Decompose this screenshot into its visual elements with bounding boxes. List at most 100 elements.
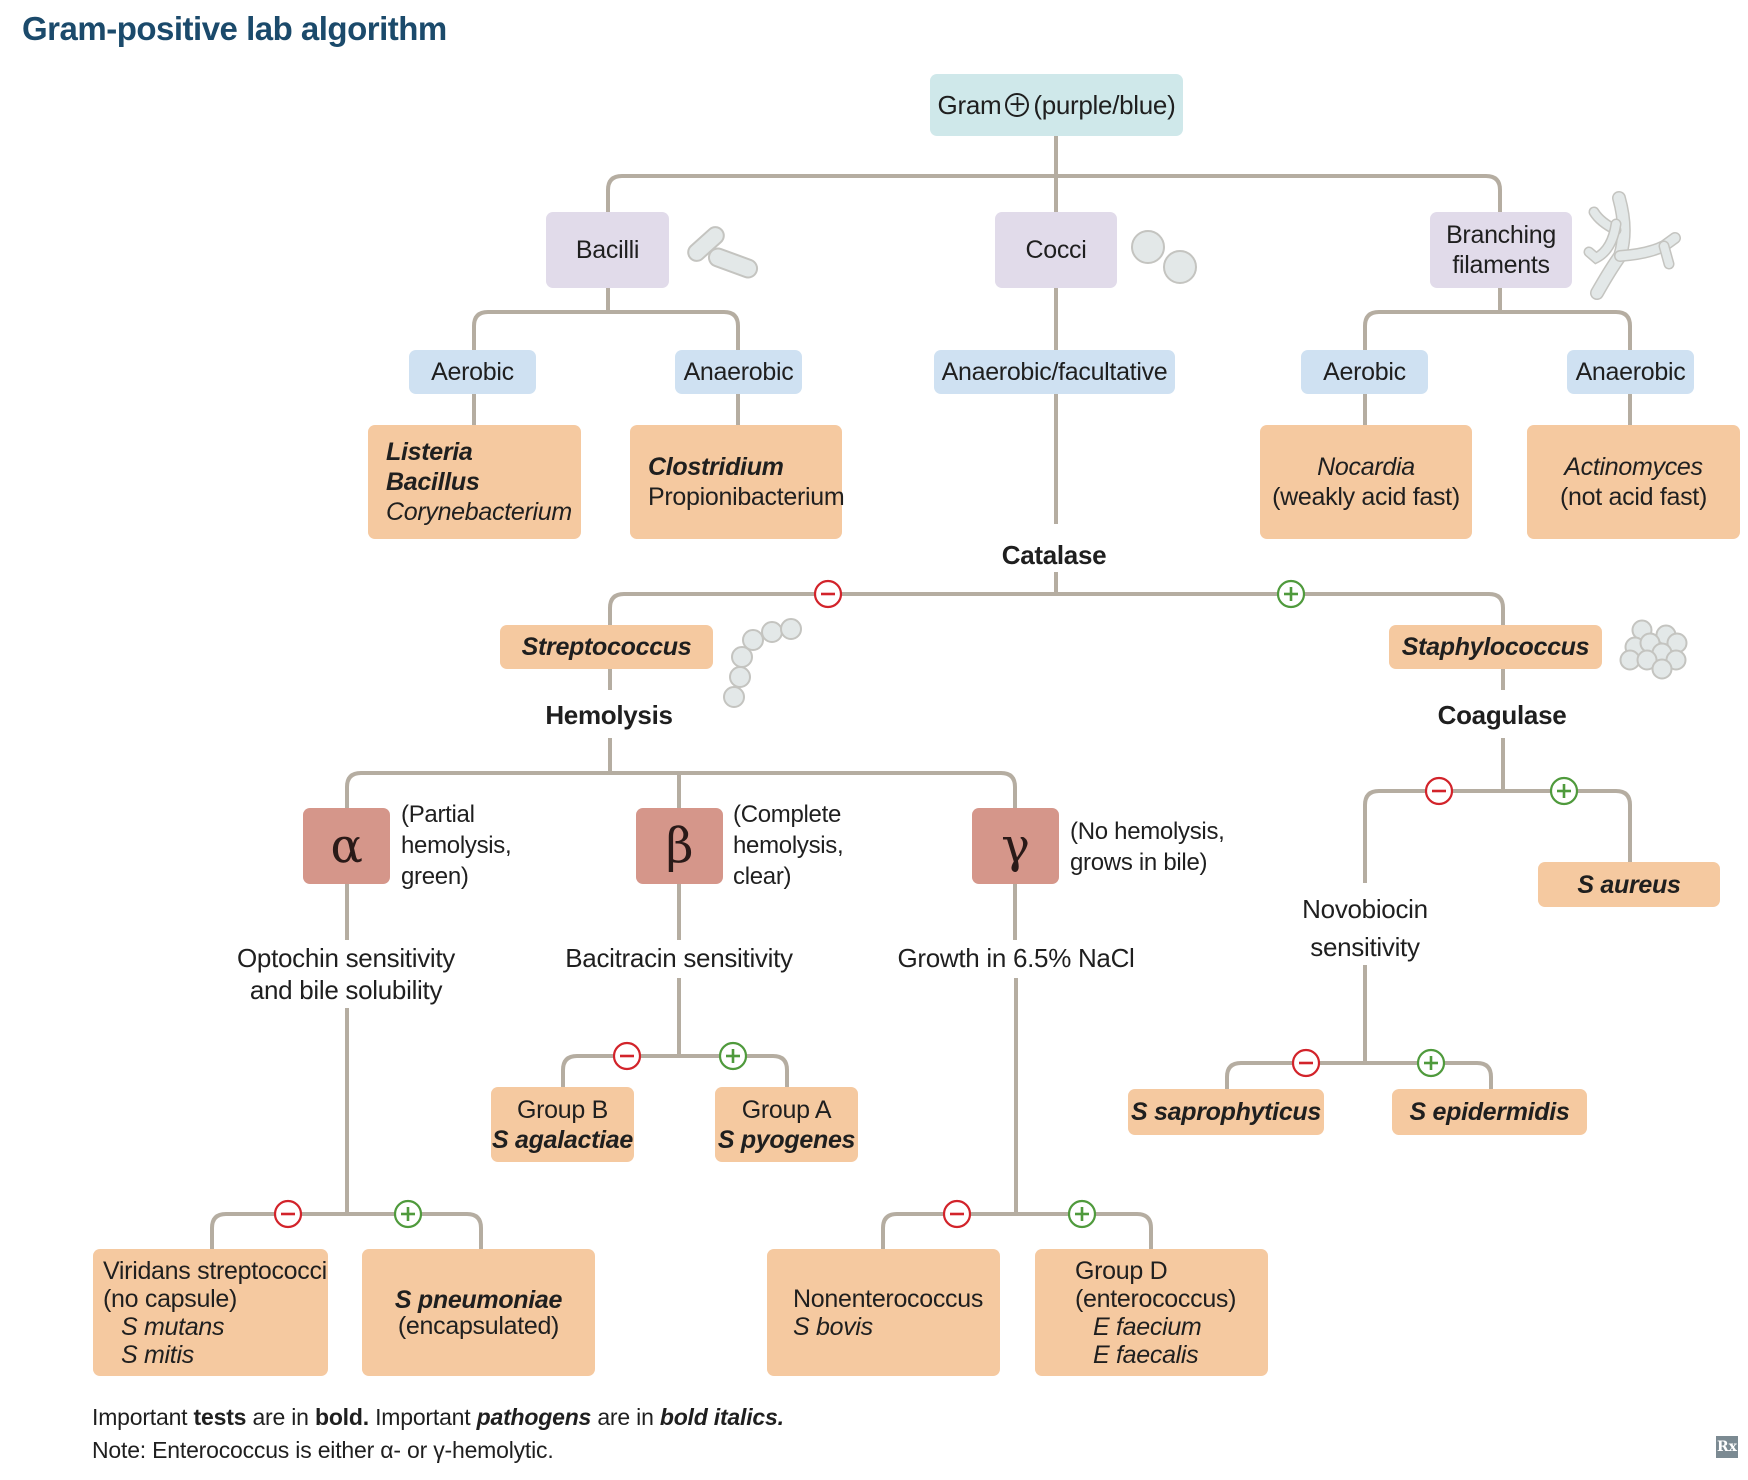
organism-line: (enterococcus) [1075, 1284, 1237, 1313]
organism-line: (not acid fast) [1560, 483, 1707, 511]
staphylococcus-cluster-icon [1651, 658, 1673, 680]
organism-line: (no capsule) [103, 1284, 237, 1313]
legend-text-run: are in [246, 1404, 315, 1430]
organism-line: S bovis [793, 1312, 873, 1341]
negative-result-icon [273, 1199, 303, 1229]
positive-result-icon [1416, 1048, 1446, 1078]
beta-hemolysis-box: β [636, 808, 723, 884]
branching-filament-icon [1583, 191, 1681, 300]
alpha-symbol: α [330, 818, 363, 874]
organism-line: (encapsulated) [397, 1311, 560, 1340]
positive-result-icon [1067, 1199, 1097, 1229]
legend-text-run: pathogens [476, 1404, 592, 1430]
cocci-box: Cocci [995, 212, 1117, 288]
organism-line: E faecium [1093, 1312, 1202, 1341]
legend-text-run: are in [591, 1404, 660, 1430]
novobiocin-test-label: Novobiocin sensitivity [1302, 890, 1428, 966]
legend-note: Important tests are in bold. Important p… [92, 1402, 784, 1432]
rx-logo: Rx [1716, 1436, 1738, 1458]
branching-split-branch [1363, 310, 1500, 350]
coccus-icon [1131, 230, 1165, 264]
positive-result-icon [393, 1199, 423, 1229]
optochin-line: Optochin sensitivity [237, 943, 455, 973]
novobiocin-pos [1365, 1061, 1493, 1089]
coagulase-test-label: Coagulase [1437, 700, 1567, 730]
beta-description: (Complete hemolysis, clear) [733, 799, 844, 892]
alpha-desc-line: green) [401, 863, 469, 890]
branching-label-line2: filaments [1452, 251, 1550, 279]
aerobic-label: Aerobic [431, 358, 514, 386]
gram-label: Gram [937, 90, 1002, 120]
organism-line: E faecalis [1093, 1340, 1199, 1369]
bacitracin-test-label: Bacitracin sensitivity [565, 943, 793, 973]
coagulase-neg [1363, 789, 1503, 883]
gamma-desc-line: (No hemolysis, [1070, 818, 1225, 845]
beta-desc-line: clear) [733, 863, 792, 890]
organism-line: S mitis [121, 1340, 194, 1369]
cocci-anaerobic-facultative-box: Anaerobic/facultative [934, 350, 1175, 394]
novobiocin-line: Novobiocin [1302, 894, 1428, 924]
gram-stain-color: (purple/blue) [1033, 90, 1176, 120]
legend-text-run: Important [92, 1404, 194, 1430]
optochin-pos [347, 1212, 483, 1249]
organism-line: Nocardia [1317, 453, 1415, 481]
beta-desc-line: hemolysis, [733, 832, 844, 859]
streptococcus-chain-icon [742, 629, 764, 651]
branching-filaments-box: Branching filaments [1430, 212, 1572, 288]
gram-split-branch [1056, 174, 1502, 212]
gram-positive-root-box: Gram + (purple/blue) [930, 74, 1183, 136]
anaerobic-label: Anaerobic [683, 358, 794, 386]
catalase-pos-branch [1056, 592, 1505, 625]
organism-line: Nonenterococcus [793, 1284, 984, 1313]
page-title: Gram-positive lab algorithm [22, 10, 447, 47]
catalase-neg-branch [608, 592, 1056, 625]
bacilli-split-branch [608, 310, 740, 350]
bacitracin-neg [561, 1054, 679, 1087]
beta-symbol: β [665, 818, 694, 874]
legend-text-run: tests [193, 1404, 247, 1430]
beta-desc-line: (Complete [733, 801, 842, 828]
optochin-test-label: Optochin sensitivity and bile solubility [237, 942, 455, 1006]
negative-result-icon [1424, 776, 1454, 806]
organism-line: Group A [741, 1095, 832, 1124]
organism-line: Group B [516, 1095, 608, 1124]
novobiocin-line: sensitivity [1310, 932, 1420, 962]
streptococcus-label: Streptococcus [521, 633, 692, 661]
streptococcus-chain-icon [731, 646, 753, 668]
streptococcus-chain-icon [723, 686, 745, 708]
s-pneumoniae-box: S pneumoniae(encapsulated) [362, 1249, 595, 1376]
positive-result-icon [718, 1041, 748, 1071]
legend-text-run: bold italics. [659, 1404, 784, 1430]
bacitracin-pos [679, 1054, 789, 1087]
viridans-streptococci-box: Viridans streptococci(no capsule)S mutan… [93, 1249, 328, 1376]
branching-anaerobic-box: Anaerobic [1567, 350, 1694, 394]
legend-text-run: Important [368, 1404, 477, 1430]
bacilli-box: Bacilli [546, 212, 669, 288]
gram-split-branch [606, 174, 1056, 212]
alpha-description: (Partial hemolysis, green) [401, 799, 512, 892]
negative-result-icon [813, 579, 843, 609]
s-epidermidis-label: S epidermidis [1409, 1098, 1570, 1126]
hemolysis-gamma [610, 771, 1017, 808]
streptococcus-chain-icon [729, 666, 751, 688]
negative-result-icon [1291, 1048, 1321, 1078]
s-saprophyticus-box: S saprophyticus [1128, 1089, 1324, 1135]
organism-line: S agalactiae [492, 1125, 633, 1154]
anaerobic-facultative-label: Anaerobic/facultative [941, 358, 1168, 386]
catalase-test-label: Catalase [1001, 540, 1107, 570]
staphylococcus-cluster-icon [1636, 649, 1658, 671]
coagulase-pos [1503, 789, 1632, 862]
anaerobic-label: Anaerobic [1575, 358, 1686, 386]
organism-line: Propionibacterium [648, 483, 845, 511]
negative-result-icon [612, 1041, 642, 1071]
optochin-line: and bile solubility [249, 975, 443, 1005]
circled-plus-icon: + [1005, 93, 1030, 117]
gamma-hemolysis-box: γ [972, 808, 1059, 884]
bacilli-label: Bacilli [575, 236, 640, 264]
